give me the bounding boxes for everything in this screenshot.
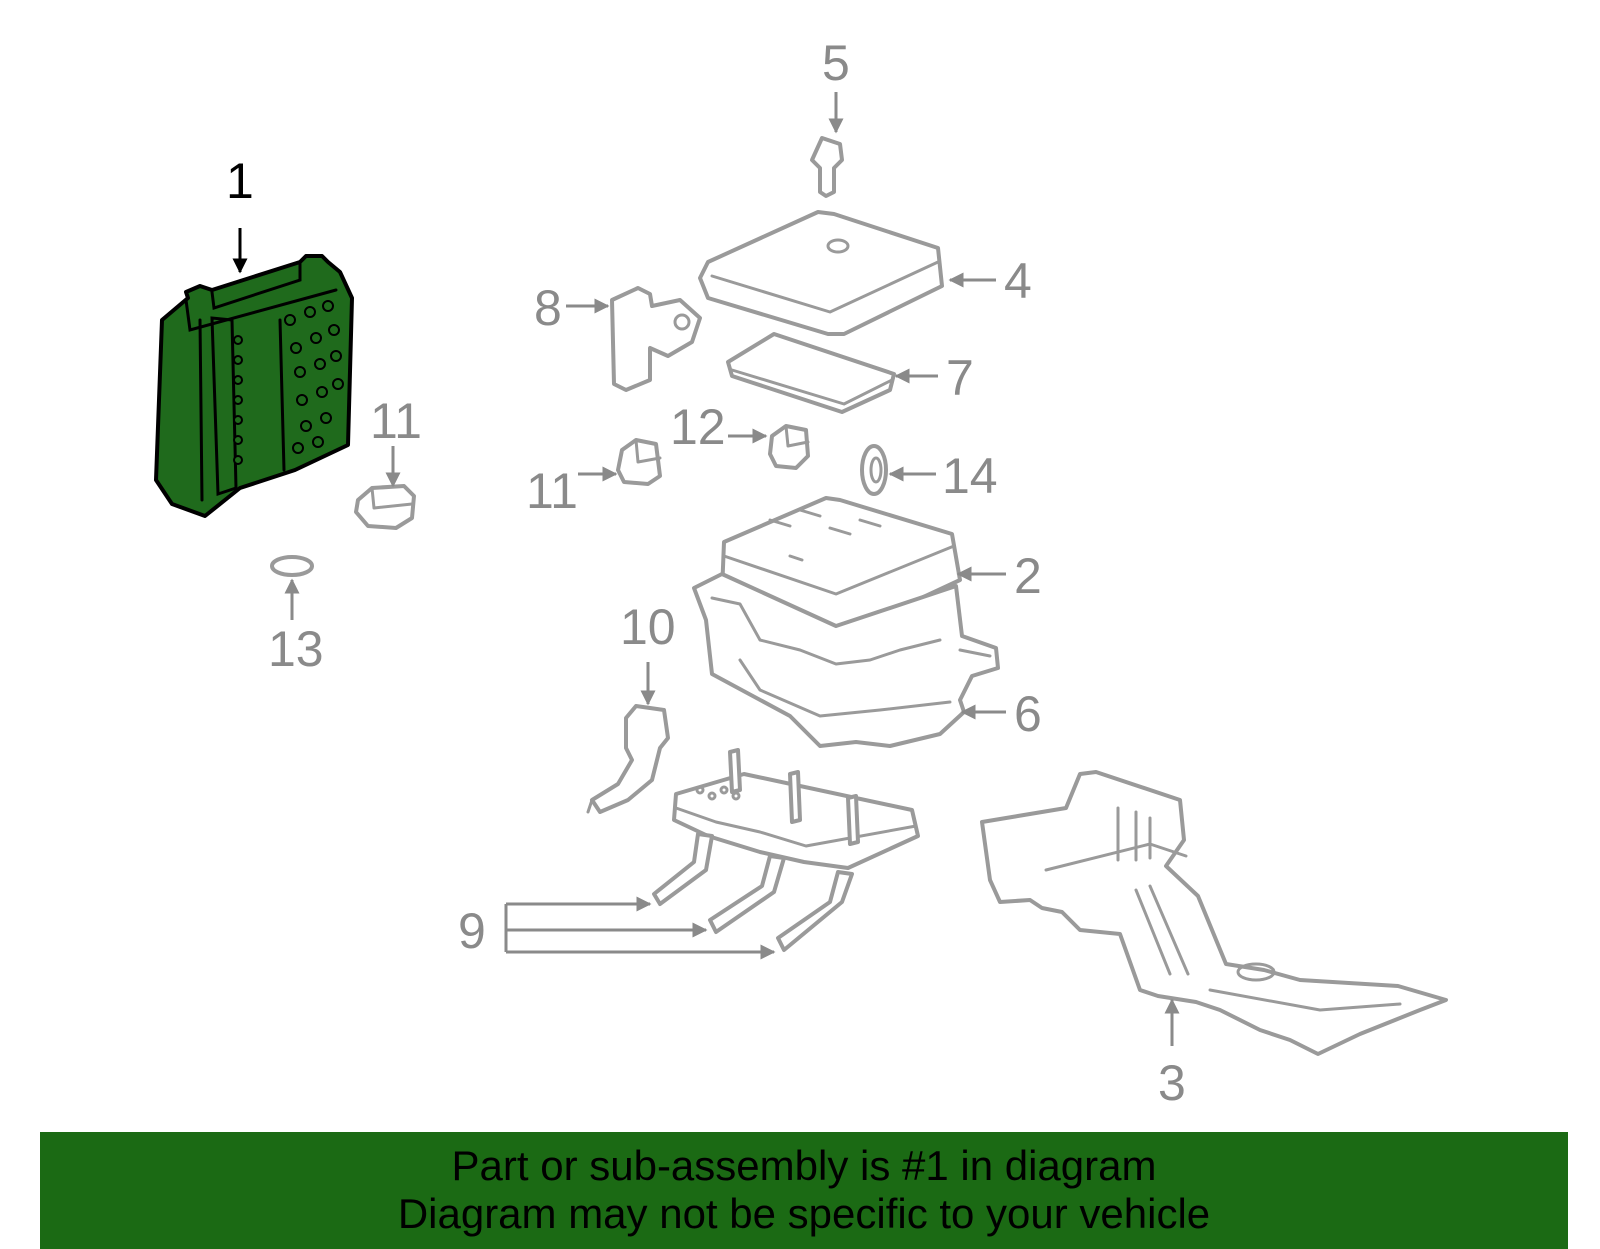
callout-7-label: 7 <box>946 350 974 406</box>
callout-13-label: 13 <box>268 621 324 677</box>
callout-11-left-label: 11 <box>370 393 422 449</box>
callout-7: 7 <box>894 350 974 406</box>
callout-11-left: 11 <box>370 393 422 488</box>
part-14-seal-ring[interactable] <box>860 444 888 496</box>
part-7-filter[interactable] <box>726 332 896 414</box>
callout-2-label: 2 <box>1014 548 1042 604</box>
callout-4: 4 <box>948 253 1032 309</box>
part-10-connector[interactable] <box>586 704 670 814</box>
callout-6-label: 6 <box>1014 686 1042 742</box>
callout-3: 3 <box>1158 998 1186 1111</box>
part-4-fuse-box-cover[interactable] <box>698 210 944 336</box>
part-9-mounts[interactable] <box>652 748 920 952</box>
part-11-relay-middle[interactable] <box>616 438 662 486</box>
callout-8-label: 8 <box>534 280 562 336</box>
callout-1: 1 <box>226 153 254 274</box>
info-banner: Part or sub-assembly is #1 in diagram Di… <box>40 1132 1568 1249</box>
ecm-connector-pins <box>233 300 344 465</box>
banner-line-1: Part or sub-assembly is #1 in diagram <box>451 1142 1157 1189</box>
callout-1-label: 1 <box>226 153 254 209</box>
callout-14: 14 <box>888 448 998 504</box>
part-11-relay-left[interactable] <box>354 484 416 530</box>
callout-13: 13 <box>268 578 324 677</box>
callout-5: 5 <box>822 35 850 134</box>
callout-4-label: 4 <box>1004 253 1032 309</box>
part-8-bracket[interactable] <box>610 286 702 392</box>
callout-12: 12 <box>670 399 768 455</box>
parts-diagram: 1 11 13 5 4 7 <box>154 35 1448 1111</box>
callout-11-middle-label: 11 <box>526 463 578 519</box>
part-13-grommet[interactable] <box>270 555 314 577</box>
callout-10-label: 10 <box>620 599 676 655</box>
callout-11-middle: 11 <box>526 463 618 519</box>
callout-9-label: 9 <box>458 903 486 959</box>
callout-6: 6 <box>960 686 1042 742</box>
callout-14-label: 14 <box>942 448 998 504</box>
callout-12-label: 12 <box>670 399 726 455</box>
callout-10: 10 <box>620 599 676 706</box>
callout-3-label: 3 <box>1158 1055 1186 1111</box>
part-5-push-pin[interactable] <box>810 136 844 198</box>
callout-5-label: 5 <box>822 35 850 91</box>
callout-9: 9 <box>458 896 776 960</box>
part-1-engine-control-module[interactable] <box>154 254 354 518</box>
part-3-battery-tray[interactable] <box>980 770 1448 1056</box>
part-12-relay[interactable] <box>768 424 810 470</box>
callout-8: 8 <box>534 280 610 336</box>
banner-line-2: Diagram may not be specific to your vehi… <box>397 1190 1211 1237</box>
callout-2: 2 <box>956 548 1042 604</box>
